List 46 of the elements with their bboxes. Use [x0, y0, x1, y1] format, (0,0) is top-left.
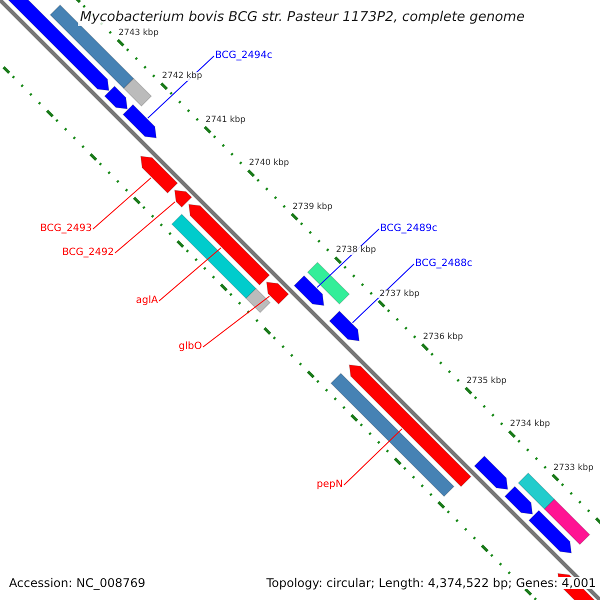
- feature-bar: [544, 498, 590, 546]
- scale-label: 2737 kbp: [378, 290, 421, 298]
- leader-line: [92, 177, 152, 230]
- feature-bar: [518, 472, 556, 510]
- gene-block: [188, 204, 270, 286]
- gene-label: glbO: [178, 342, 202, 352]
- scale-label: 2736 kbp: [422, 333, 464, 342]
- gene-label: aglA: [136, 296, 158, 306]
- accession-text: Accession: NC_008769: [9, 577, 146, 589]
- scale-label: 2735 kbp: [465, 376, 508, 386]
- leader-line: [147, 56, 214, 119]
- gene-block: [122, 104, 157, 138]
- leader-line: [158, 247, 222, 302]
- gene-label: BCG_2492: [62, 248, 114, 258]
- leader-line: [316, 228, 380, 288]
- gene-block: [104, 86, 128, 110]
- scale-label: 2742 kbp: [161, 72, 204, 81]
- leader-line: [202, 296, 270, 348]
- gene-label: BCG_2488c: [415, 259, 472, 269]
- leader-line: [344, 428, 402, 486]
- leader-line: [114, 201, 176, 254]
- scale-label: 2739 kbp: [292, 202, 334, 212]
- feature-bar: [306, 262, 350, 305]
- scale-label: 2741 kbp: [204, 116, 247, 124]
- gene-label: BCG_2493: [40, 224, 92, 234]
- gene-block: [474, 455, 508, 490]
- gene-block: [328, 310, 360, 342]
- scale-label: 2740 kbp: [248, 159, 290, 168]
- gene-block: [266, 282, 290, 305]
- gene-block: [528, 510, 572, 554]
- scale-label: 2738 kbp: [334, 246, 378, 255]
- scale-label: 2743 kbp: [118, 28, 160, 38]
- title: Mycobacterium bovis BCG str. Pasteur 1173P2, complete genome: [78, 10, 527, 26]
- feature-bar: [171, 214, 257, 300]
- scale-label: 2733 kbp: [552, 464, 594, 472]
- gene-block: [174, 190, 192, 208]
- feature-bar: [123, 78, 152, 107]
- genome-info-text: Topology: circular; Length: 4,374,522 bp; Genes: 4,001: [266, 577, 596, 589]
- leader-line: [352, 264, 414, 324]
- gene-label: BCG_2489c: [380, 224, 438, 234]
- gene-label: pepN: [316, 480, 343, 490]
- scale-label: 2734 kbp: [508, 420, 551, 429]
- gene-block: [504, 486, 534, 515]
- gene-label: BCG_2494c: [215, 51, 272, 61]
- gene-block: [293, 275, 324, 306]
- gene-block: [140, 156, 178, 194]
